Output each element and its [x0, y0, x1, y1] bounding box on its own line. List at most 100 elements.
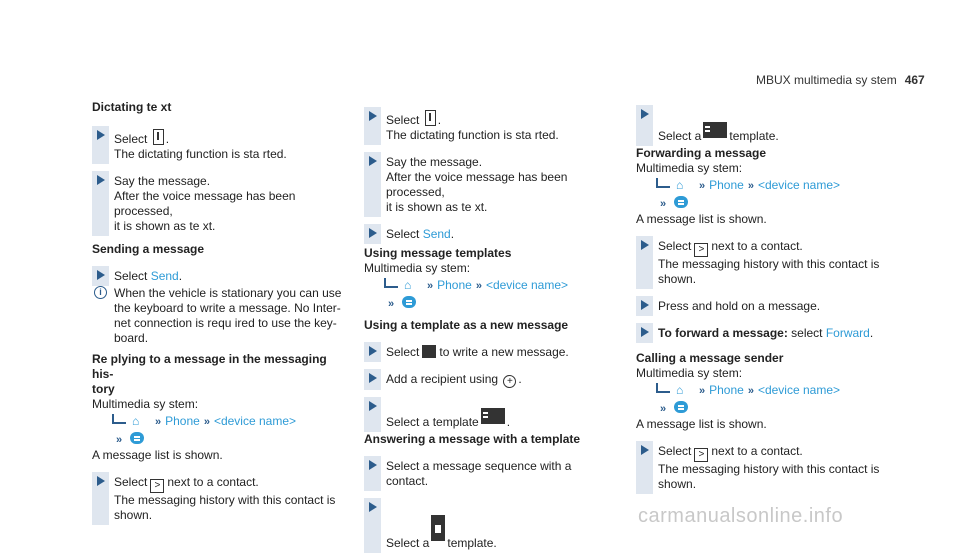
heading-answering-template: Answering a message with a template	[364, 432, 581, 446]
step-arrow-icon	[97, 270, 105, 280]
double-chevron-icon: »	[203, 416, 210, 428]
note-text: When the vehicle is stationary you can u…	[114, 286, 342, 300]
step-arrow-icon	[369, 502, 377, 512]
home-icon[interactable]: ⌂	[676, 178, 684, 192]
menu-path: ⌂»Phone»<device name>	[364, 278, 614, 294]
path-phone[interactable]: Phone	[709, 383, 744, 397]
chevron-right-icon[interactable]: >	[694, 448, 709, 462]
messages-icon[interactable]	[674, 196, 689, 208]
step-text: Say the message.	[386, 155, 483, 169]
chevron-right-icon[interactable]: >	[150, 479, 165, 493]
step-text: .	[450, 227, 455, 241]
messages-icon[interactable]	[130, 432, 145, 444]
note-text: the keyboard to write a message. No Inte…	[114, 301, 341, 315]
step-result: shown.	[658, 272, 697, 286]
multimedia-system-label: Multimedia sy stem:	[364, 261, 471, 275]
path-device-name[interactable]: <device name>	[485, 278, 569, 292]
menu-path-continued: »	[636, 196, 886, 212]
microphone-icon[interactable]	[152, 129, 164, 145]
step-arrow-icon	[369, 111, 377, 121]
info-icon: i	[94, 286, 107, 299]
note-text: net connection is requ ired to use the k…	[114, 316, 337, 330]
step-select-contact: Select>next to a contact. The messaging …	[636, 441, 886, 494]
menu-path-continued: »	[364, 296, 614, 312]
double-chevron-icon: »	[116, 434, 123, 446]
send-link[interactable]: Send	[422, 227, 451, 241]
step-result: The dictating function is sta rted.	[386, 128, 559, 142]
page-number: 467	[904, 73, 925, 87]
step-arrow-icon	[369, 460, 377, 470]
chevron-right-icon[interactable]: >	[694, 243, 709, 257]
step-result: The messaging history with this contact …	[658, 257, 880, 271]
step-result: After the voice message has been process…	[386, 170, 568, 199]
home-icon[interactable]: ⌂	[132, 414, 140, 428]
double-chevron-icon: »	[699, 180, 706, 192]
return-arrow-icon	[112, 414, 126, 424]
step-text: Select a	[658, 129, 702, 143]
step-result: The messaging history with this contact …	[658, 462, 880, 476]
path-phone[interactable]: Phone	[709, 178, 744, 192]
home-icon[interactable]: ⌂	[676, 383, 684, 397]
step-label: To forward a message:	[658, 326, 788, 340]
page-header: MBUX multimedia sy stem 467	[756, 73, 925, 87]
send-link[interactable]: Send	[150, 269, 179, 283]
microphone-icon[interactable]	[424, 110, 436, 126]
double-chevron-icon: »	[388, 298, 395, 310]
messages-icon[interactable]	[402, 296, 417, 308]
step-forward: To forward a message: select Forward.	[636, 323, 886, 343]
step-say-message: Say the message. After the voice message…	[92, 171, 342, 236]
path-phone[interactable]: Phone	[437, 278, 472, 292]
heading-dictating-text: Dictating te xt	[92, 100, 172, 114]
manual-title: MBUX multimedia sy stem	[756, 73, 897, 87]
step-result: it is shown as te xt.	[114, 219, 216, 233]
menu-path: ⌂»Phone»<device name>	[636, 178, 886, 194]
double-chevron-icon: »	[155, 416, 162, 428]
step-text: Select	[114, 475, 148, 489]
step-text: Select	[114, 132, 148, 146]
double-chevron-icon: »	[660, 403, 667, 415]
compose-icon[interactable]	[422, 345, 437, 358]
step-text: to write a new message.	[439, 345, 569, 359]
heading-forwarding-message: Forwarding a message	[636, 146, 767, 160]
forward-link[interactable]: Forward	[825, 326, 870, 340]
template-icon[interactable]	[703, 122, 728, 138]
step-text: Press and hold on a message.	[658, 299, 821, 313]
path-device-name[interactable]: <device name>	[757, 178, 841, 192]
step-select-send: Select Send.	[92, 266, 342, 286]
step-result: shown.	[114, 508, 153, 522]
step-text: next to a contact.	[711, 239, 803, 253]
column-2: Select . The dictating function is sta r…	[364, 100, 614, 553]
template-icon[interactable]	[480, 408, 505, 424]
menu-path: ⌂»Phone»<device name>	[92, 414, 342, 430]
step-arrow-icon	[641, 327, 649, 337]
step-arrow-icon	[369, 401, 377, 411]
step-select-send: Select Send.	[364, 224, 614, 244]
path-device-name[interactable]: <device name>	[757, 383, 841, 397]
step-arrow-icon	[641, 445, 649, 455]
path-device-name[interactable]: <device name>	[213, 414, 297, 428]
heading-sending-message: Sending a message	[92, 242, 205, 256]
messages-icon[interactable]	[674, 401, 689, 413]
heading-template-new-message: Using a template as a new message	[364, 318, 569, 332]
step-result: The dictating function is sta rted.	[114, 147, 287, 161]
step-result: it is shown as te xt.	[386, 200, 488, 214]
step-text: Select	[386, 345, 420, 359]
template-icon[interactable]	[431, 515, 446, 541]
home-icon[interactable]: ⌂	[404, 278, 412, 292]
step-result: shown.	[658, 477, 697, 491]
menu-path-continued: »	[636, 401, 886, 417]
double-chevron-icon: »	[660, 198, 667, 210]
menu-path: ⌂»Phone»<device name>	[636, 383, 886, 399]
column-1: Dictating te xt Select . The dictating f…	[92, 100, 342, 525]
step-result: After the voice message has been process…	[114, 189, 296, 218]
path-phone[interactable]: Phone	[165, 414, 200, 428]
step-text: template.	[729, 129, 779, 143]
step-select-dictation: Select . The dictating function is sta r…	[92, 126, 342, 164]
add-icon[interactable]: +	[503, 375, 517, 388]
double-chevron-icon: »	[747, 385, 754, 397]
step-say-message: Say the message. After the voice message…	[364, 152, 614, 217]
double-chevron-icon: »	[427, 280, 434, 292]
step-select-template: Select a template.	[636, 105, 886, 146]
step-text: Select a	[386, 536, 430, 550]
